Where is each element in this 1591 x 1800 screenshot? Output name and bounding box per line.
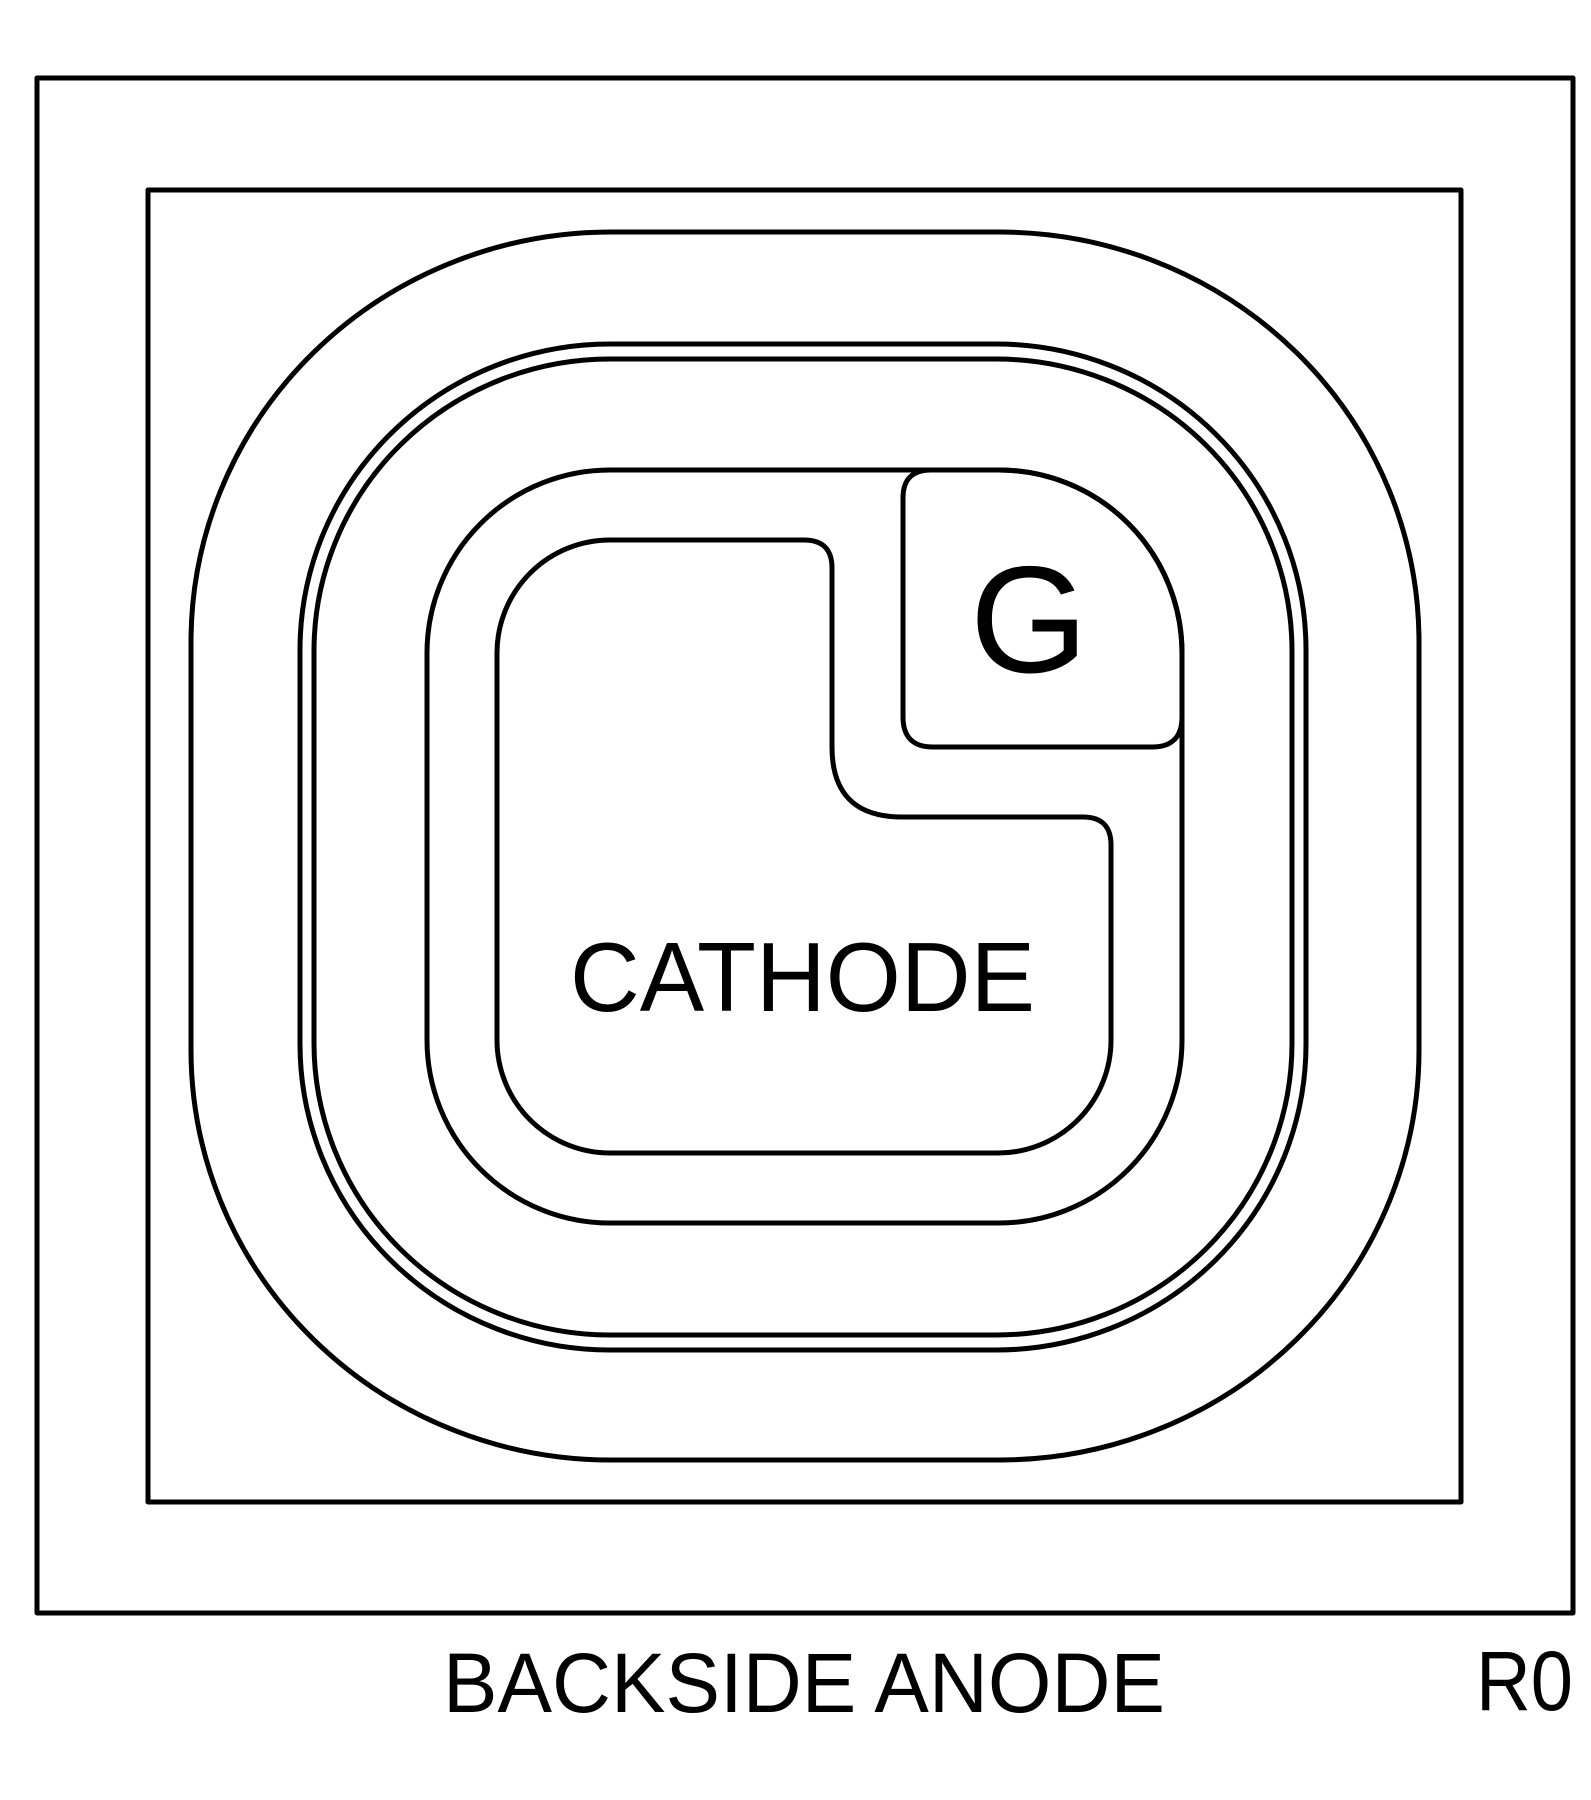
cathode-label: CATHODE [570, 922, 1035, 1032]
backside-anode-label: BACKSIDE ANODE [443, 1636, 1165, 1730]
gate-label: G [970, 535, 1088, 705]
outer-die-border [34, 75, 1576, 1616]
gate-pad [900, 467, 1185, 750]
active-area-ring [424, 467, 1185, 1226]
double-guard-ring-outer [297, 341, 1309, 1353]
cathode-pad [494, 537, 1114, 1156]
double-guard-ring-inner [311, 356, 1295, 1338]
revision-label: R0 [1476, 1634, 1573, 1728]
inner-die-border [145, 187, 1464, 1505]
outer-guard-ring [188, 229, 1422, 1463]
